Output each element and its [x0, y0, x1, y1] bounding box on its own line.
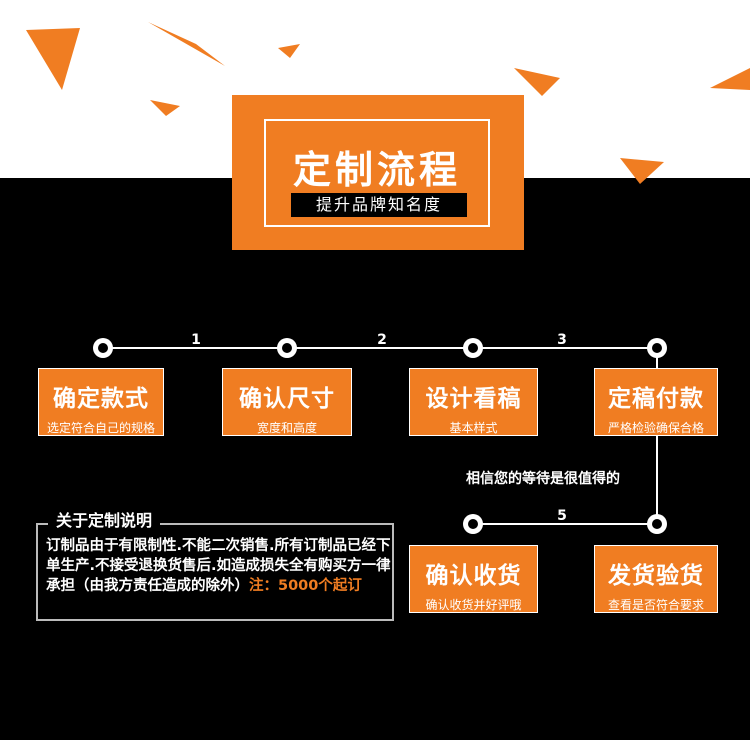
step-box-finalize-payment: 定稿付款 严格检验确保合格	[594, 368, 718, 436]
step-box-design-review: 设计看稿 基本样式	[409, 368, 538, 436]
step-number-3: 3	[557, 332, 567, 348]
step-title: 设计看稿	[425, 386, 522, 412]
flow-node-3	[463, 338, 483, 358]
note-min-order: 注：5000个起订	[249, 578, 362, 594]
flow-node-2	[277, 338, 297, 358]
shard-7	[710, 68, 750, 90]
step-number-2: 2	[377, 332, 387, 348]
note-body-text: 订制品由于有限制性.不能二次销售.所有订制品已经下单生产.不接受退换货售后.如造…	[46, 538, 391, 594]
step-title: 确认尺寸	[239, 386, 335, 412]
step-desc: 确认收货并好评哦	[425, 598, 522, 612]
shard-3	[150, 100, 180, 116]
step-number-5: 5	[557, 508, 567, 524]
step-desc: 查看是否符合要求	[607, 598, 704, 612]
step-desc: 选定符合自己的规格	[46, 421, 155, 435]
page-subtitle: 提升品牌知名度	[291, 193, 467, 217]
decorative-shards	[26, 22, 750, 184]
header-box: 定制流程 提升品牌知名度	[232, 95, 524, 250]
step-desc: 基本样式	[449, 421, 498, 435]
shard-4	[278, 44, 300, 58]
step-box-choose-style: 确定款式 选定符合自己的规格	[38, 368, 164, 436]
shard-2	[148, 22, 225, 66]
step-title: 发货验货	[608, 563, 704, 589]
wait-message: 相信您的等待是很值得的	[466, 471, 620, 487]
step-title: 确定款式	[53, 386, 149, 412]
step-number-1: 1	[191, 332, 201, 348]
step-box-ship-inspect: 发货验货 查看是否符合要求	[594, 545, 718, 613]
step-title: 确认收货	[425, 563, 522, 589]
flow-nodes	[93, 338, 667, 534]
shard-5	[514, 68, 560, 96]
step-desc: 严格检验确保合格	[607, 421, 704, 435]
note-frame	[36, 523, 394, 621]
step-desc: 宽度和高度	[256, 421, 317, 435]
flow-node-4	[647, 338, 667, 358]
step-title: 定稿付款	[608, 386, 704, 412]
shard-1	[26, 28, 80, 90]
note-body: 订制品由于有限制性.不能二次销售.所有订制品已经下单生产.不接受退换货售后.如造…	[46, 536, 391, 596]
shard-6	[620, 158, 664, 184]
step-box-confirm-receipt: 确认收货 确认收货并好评哦	[409, 545, 538, 613]
flow-node-1	[93, 338, 113, 358]
step-box-confirm-size: 确认尺寸 宽度和高度	[222, 368, 352, 436]
note-title: 关于定制说明	[48, 510, 161, 532]
flow-node-6	[463, 514, 483, 534]
page-title: 定制流程	[292, 148, 461, 192]
header-frame: 定制流程 提升品牌知名度	[264, 119, 490, 227]
flow-node-5	[647, 514, 667, 534]
